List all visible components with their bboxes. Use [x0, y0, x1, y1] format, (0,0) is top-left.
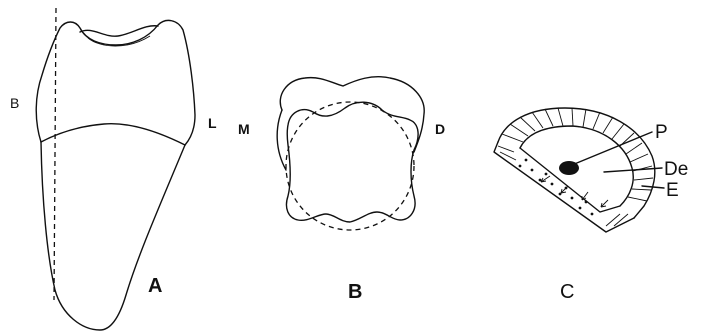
figure-c-dentin-dots — [519, 159, 594, 216]
figure-b-tooth-section — [277, 77, 424, 230]
figure-c-enamel-hatching — [502, 108, 653, 201]
figure-a-crown-outline — [36, 20, 195, 145]
figure-c-cut-enamel-hatch — [498, 146, 628, 226]
figure-a-root-outline — [41, 142, 185, 330]
figure-b-dashed-circle — [286, 102, 414, 230]
figure-c-callout-p: P — [655, 122, 668, 143]
figure-b-side-label-left: M — [238, 121, 250, 137]
figure-a-cusps — [80, 26, 158, 36]
figure-c-leader-e — [642, 186, 664, 188]
figure-c-leader-p — [572, 132, 652, 165]
figure-b-outer-outline — [280, 77, 424, 152]
figure-a-panel-label: A — [148, 275, 162, 297]
figure-b-left-flank — [277, 110, 286, 170]
figure-c-cross-section — [494, 108, 664, 232]
figure-b-side-label-right: D — [435, 121, 445, 137]
figure-c-callout-de: De — [664, 159, 688, 180]
figure-a-tooth-profile — [36, 8, 195, 330]
figure-c-panel-label: C — [560, 281, 574, 303]
figure-a-side-label-left: B — [10, 95, 19, 111]
figure-c-callout-e: E — [666, 180, 679, 201]
figure-b-panel-label: B — [348, 281, 362, 303]
figure-a-cej-line — [41, 124, 185, 145]
figure-a-axis-dashed — [54, 8, 56, 300]
figure-c-cut-face — [494, 142, 634, 232]
figure-a-side-label-right: L — [208, 115, 217, 131]
